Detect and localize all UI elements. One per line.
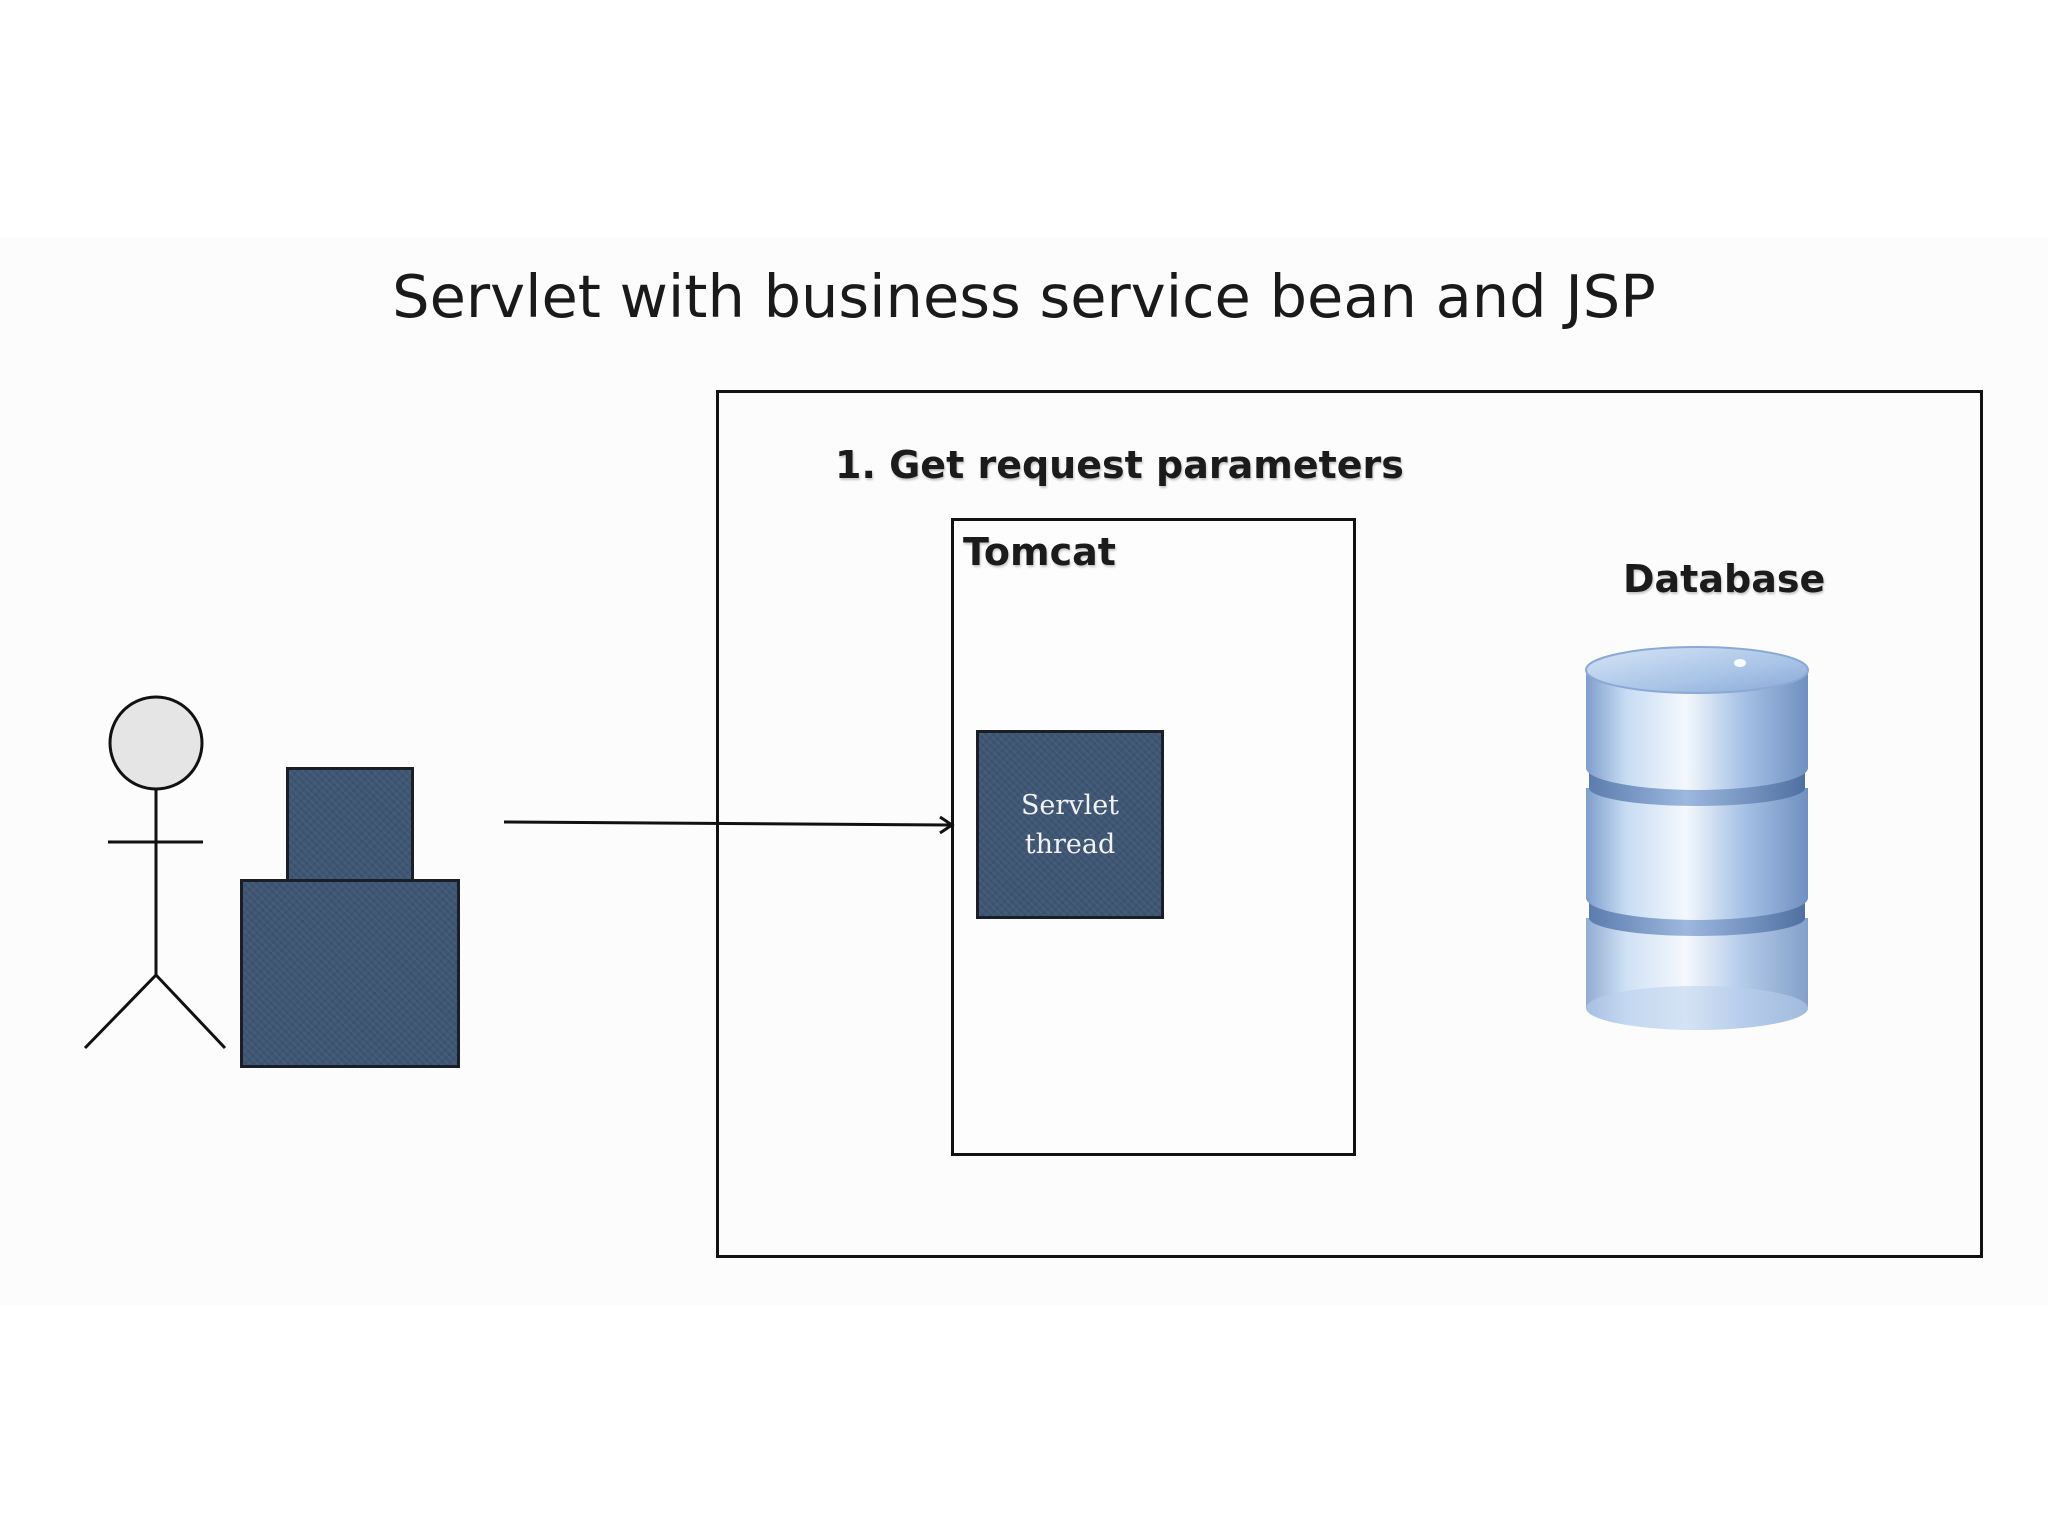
diagram-title: Servlet with business service bean and J… [392,262,1656,331]
stick-figure-icon [83,695,227,1050]
servlet-thread-box: Servlet thread [976,730,1164,919]
database-cylinder-icon [1585,646,1809,1030]
tomcat-label: Tomcat [963,530,1116,574]
arrow-right-icon [503,815,955,835]
database-label: Database [1623,557,1826,601]
step-label: 1. Get request parameters [835,443,1404,487]
client-base-block [240,879,460,1068]
servlet-thread-label-line2: thread [1024,828,1116,860]
servlet-thread-label-line1: Servlet [1020,789,1120,821]
